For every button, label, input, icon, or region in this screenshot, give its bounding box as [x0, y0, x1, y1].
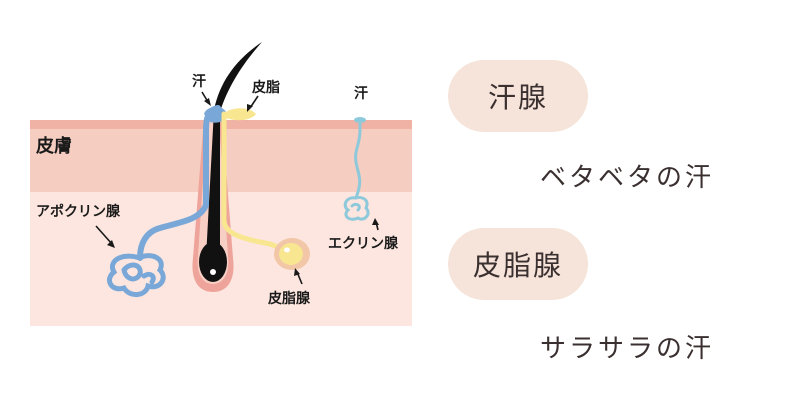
sebaceous-duct: [221, 111, 289, 253]
eccrine-duct: [354, 118, 362, 200]
label-apocrine-gland: アポクリン腺: [36, 203, 121, 220]
sebaceous-highlight: [284, 247, 290, 253]
label-sebaceous-gland: 皮脂腺: [267, 290, 311, 307]
apocrine-opening: [204, 106, 226, 123]
label-sebum: 皮脂: [251, 79, 280, 96]
apocrine-gland-coil: [107, 253, 166, 297]
label-skin: 皮膚: [36, 135, 72, 157]
label-sweat-right: 汗: [354, 85, 368, 102]
sebum-opening: [222, 108, 256, 121]
hair-shaft: [206, 42, 262, 258]
pill-sebaceous-gland: 皮脂腺: [448, 228, 588, 300]
label-sweat-left: 汗: [192, 73, 206, 90]
arrow-heads: [107, 98, 379, 276]
pill-sweat-gland: 汗腺: [448, 60, 588, 132]
eccrine-gland-coil: [343, 196, 370, 221]
label-eccrine-gland: エクリン腺: [328, 235, 399, 252]
description-smooth-sweat: サラサラの汗: [540, 334, 715, 364]
skin-gland-diagram: 皮膚 汗 皮脂 汗 アポクリン腺 エクリン腺 皮脂腺: [30, 42, 412, 326]
hair-papilla: [210, 269, 216, 275]
description-sticky-sweat: ベタベタの汗: [540, 163, 715, 193]
sebaceous-gland: [279, 243, 303, 265]
